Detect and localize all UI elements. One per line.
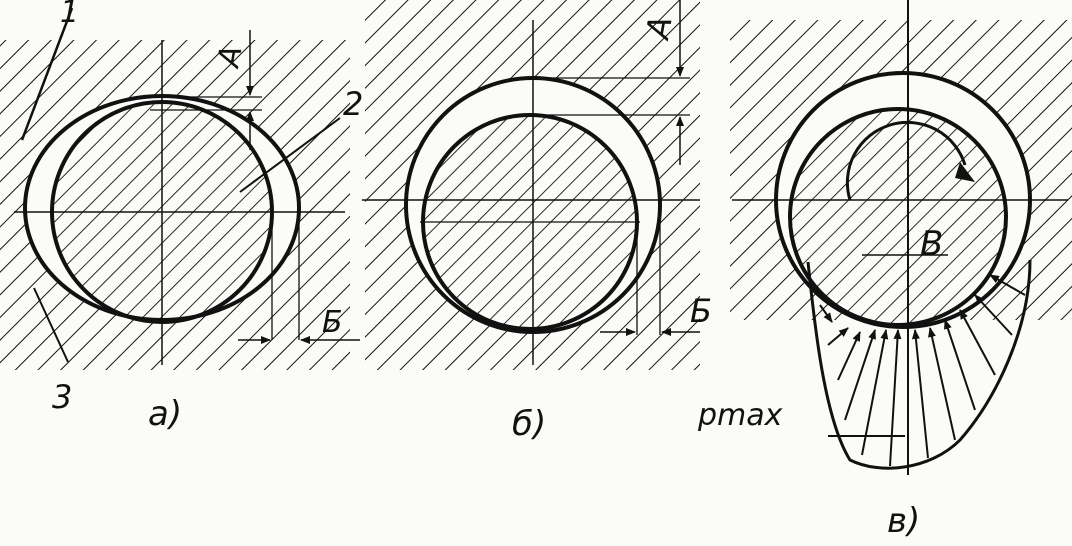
leader-2 bbox=[239, 117, 341, 193]
shaft-hatch-v bbox=[790, 109, 1006, 325]
dim-b-label-b: Б bbox=[690, 292, 712, 330]
figure-v: В pmax в) bbox=[697, 0, 1072, 541]
rotation-arc bbox=[845, 120, 967, 201]
leader-3 bbox=[33, 287, 69, 363]
callout-1-label: 1 bbox=[60, 0, 79, 30]
figure-b: А Б б) bbox=[362, 0, 712, 444]
pressure-arrows bbox=[819, 274, 1026, 467]
caption-b: б) bbox=[512, 404, 546, 444]
caption-v: в) bbox=[887, 501, 920, 541]
center-label-v: В bbox=[920, 224, 943, 264]
callout-3-label: 3 bbox=[52, 378, 72, 416]
figure-a: 1 2 3 А Б а) bbox=[0, 0, 363, 434]
pressure-envelope bbox=[806, 259, 1032, 470]
leader-1 bbox=[20, 7, 74, 141]
rotation-arrowhead bbox=[955, 162, 975, 182]
caption-a: а) bbox=[148, 394, 182, 434]
callout-2-label: 2 bbox=[343, 85, 363, 123]
pmax-label: pmax bbox=[697, 398, 783, 433]
shaft-outline-v bbox=[788, 107, 1008, 327]
dim-b-label: Б bbox=[322, 305, 343, 340]
